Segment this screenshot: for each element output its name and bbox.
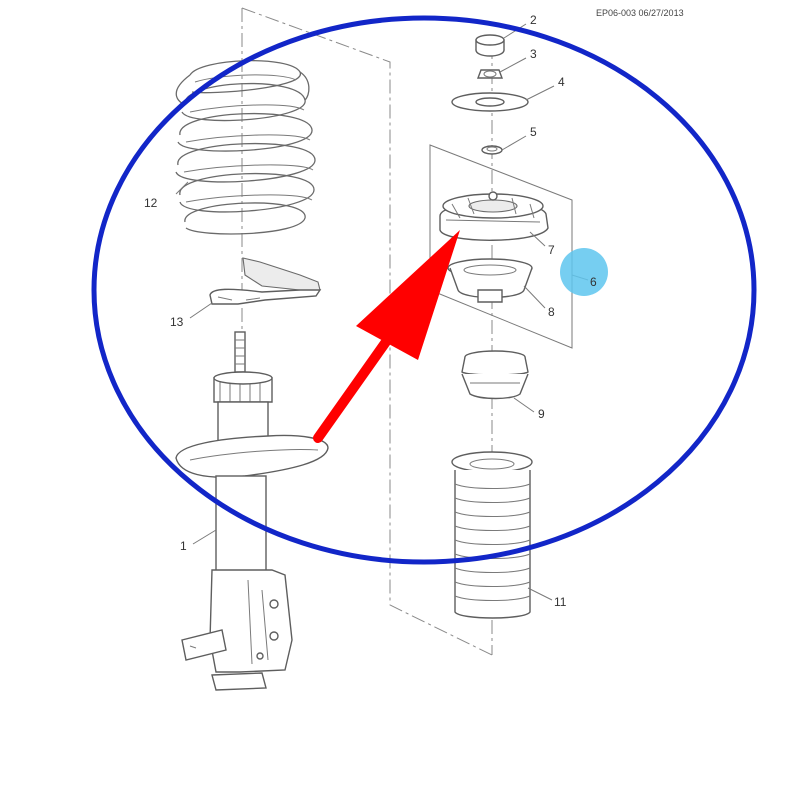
callout-labels: 2 3 4 5 7 8 9 11 12 13 1 (144, 13, 567, 609)
callout-6: 6 (590, 275, 597, 289)
highlight-dot (560, 248, 608, 296)
washer (451, 92, 529, 112)
callout-4: 4 (558, 75, 565, 89)
callout-11: 11 (554, 595, 567, 609)
callout-12: 12 (144, 196, 158, 210)
nut (476, 69, 504, 79)
coil-spring (175, 60, 316, 235)
kit-panel (429, 144, 573, 349)
strut-assembly (175, 331, 329, 691)
callout-8: 8 (548, 305, 555, 319)
highlight-ellipse (91, 15, 757, 565)
jounce-bumper (461, 350, 529, 400)
callout-13: 13 (170, 315, 184, 329)
top-cap (475, 34, 505, 57)
callout-9: 9 (538, 407, 545, 421)
callout-3: 3 (530, 47, 537, 61)
callout-2: 2 (530, 13, 537, 27)
dust-boot (451, 451, 533, 619)
diagram-code: EP06-003 06/27/2013 (596, 8, 684, 18)
spring-isolator (209, 257, 322, 305)
callout-1: 1 (180, 539, 187, 553)
callout-5: 5 (530, 125, 537, 139)
callout-7: 7 (548, 243, 555, 257)
mount-bearing (447, 258, 533, 303)
small-ring (481, 145, 503, 155)
red-arrow (313, 230, 460, 443)
